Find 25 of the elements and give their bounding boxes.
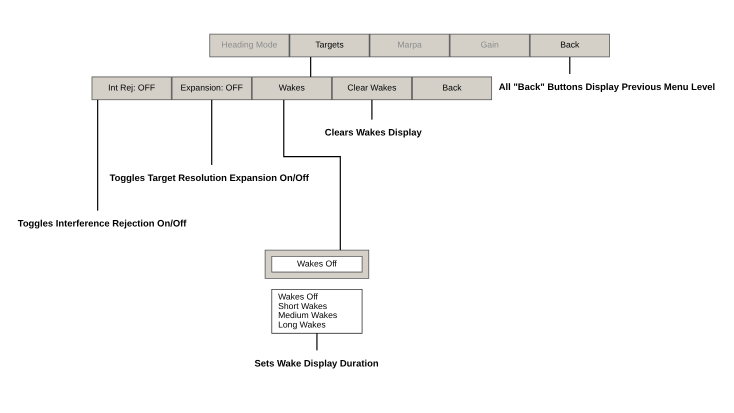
connector <box>97 100 98 211</box>
connector <box>283 100 341 250</box>
node-text: Toggles Target Resolution Expansion On/Off <box>110 172 309 184</box>
connector <box>569 57 570 74</box>
node-text: All "Back" Buttons Display Previous Menu Level <box>498 80 716 92</box>
node-text: Sets Wake Display Duration <box>254 357 379 368</box>
connector <box>310 57 312 77</box>
node-box: Wakes Off <box>271 256 362 272</box>
node-box: Wakes Off Short Wakes Medium Wakes Long Wakes <box>271 288 362 334</box>
connector <box>211 100 212 165</box>
node-box: Int Rej: OFF <box>92 76 172 100</box>
connector <box>371 100 372 120</box>
cluster <box>264 250 370 279</box>
node-box: Wakes <box>252 76 332 100</box>
node-box: Heading Mode <box>209 34 290 58</box>
node-box: Clear Wakes <box>332 76 412 100</box>
connector <box>316 333 318 350</box>
node-text: Toggles Interference Rejection On/Off <box>18 218 186 229</box>
node-box: Back <box>412 76 492 100</box>
node-box: Gain <box>450 34 530 58</box>
node-box: Back <box>530 34 610 58</box>
node-text: Clears Wakes Display <box>324 126 422 138</box>
node-box: Expansion: OFF <box>172 76 252 100</box>
node-box: Marpa <box>370 34 450 58</box>
node-box: Targets <box>289 34 370 58</box>
